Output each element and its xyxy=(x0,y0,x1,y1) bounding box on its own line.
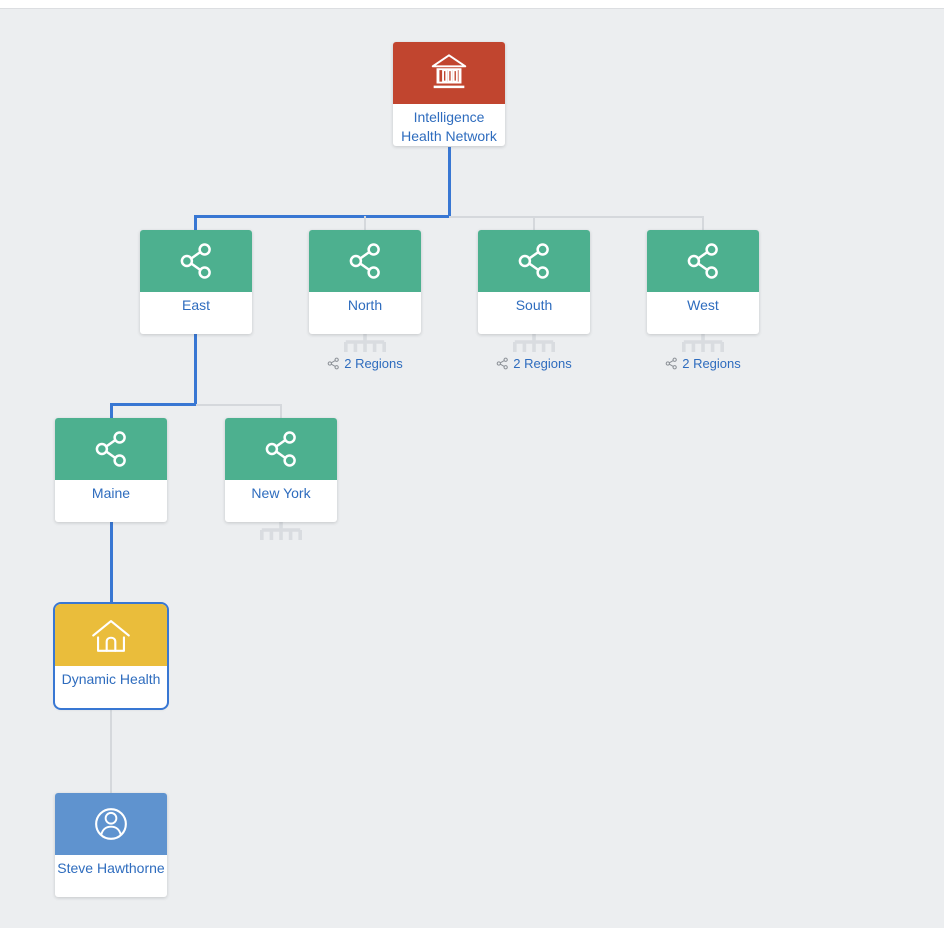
node-label: South xyxy=(515,297,553,313)
connector-active-segment xyxy=(110,403,113,419)
connector-inactive-segment xyxy=(449,216,703,218)
person-icon xyxy=(55,793,167,855)
child-count-label: 2 Regions xyxy=(682,356,741,371)
share-hierarchy-icon xyxy=(309,230,421,292)
connector-inactive-segment xyxy=(110,708,112,793)
collapsed-subtree-icon[interactable] xyxy=(258,522,304,542)
share-mini-icon xyxy=(496,357,508,370)
share-mini-icon xyxy=(665,357,677,370)
org-node-east[interactable]: East xyxy=(140,230,252,334)
connector-active-segment xyxy=(110,403,197,406)
share-hierarchy-icon xyxy=(140,230,252,292)
node-label: West xyxy=(687,297,719,313)
connector-active-segment xyxy=(194,215,450,218)
org-node-dynamic-health[interactable]: Dynamic Health xyxy=(55,604,167,708)
node-label: Maine xyxy=(91,485,131,501)
connector-inactive-segment xyxy=(196,404,281,406)
child-count-link[interactable]: 2 Regions xyxy=(327,356,403,371)
child-count-link[interactable]: 2 Regions xyxy=(496,356,572,371)
share-hierarchy-icon xyxy=(647,230,759,292)
org-node-new-york[interactable]: New York xyxy=(225,418,337,522)
org-node-intelligence-health-network[interactable]: Intelligence Health Network xyxy=(393,42,505,146)
node-label: North xyxy=(347,297,383,313)
top-bar xyxy=(0,0,944,9)
share-hierarchy-icon xyxy=(55,418,167,480)
child-count-link[interactable]: 2 Regions xyxy=(665,356,741,371)
connector-inactive-segment xyxy=(280,404,282,419)
node-label: East xyxy=(181,297,210,313)
share-hierarchy-icon xyxy=(225,418,337,480)
share-mini-icon xyxy=(327,357,339,370)
node-label: Intelligence Health Network xyxy=(401,109,497,144)
home-icon xyxy=(55,604,167,666)
org-node-maine[interactable]: Maine xyxy=(55,418,167,522)
node-label: Dynamic Health xyxy=(61,671,161,687)
connector-active-segment xyxy=(110,522,113,604)
collapsed-subtree-icon[interactable] xyxy=(680,334,726,354)
connector-inactive-segment xyxy=(533,216,535,231)
connector-inactive-segment xyxy=(702,216,704,231)
org-node-south[interactable]: South xyxy=(478,230,590,334)
node-label: New York xyxy=(251,485,311,501)
org-node-north[interactable]: North xyxy=(309,230,421,334)
org-node-west[interactable]: West xyxy=(647,230,759,334)
org-node-steve-hawthorne[interactable]: Steve Hawthorne xyxy=(55,793,167,897)
collapsed-subtree-icon[interactable] xyxy=(342,334,388,354)
collapsed-subtree-icon[interactable] xyxy=(511,334,557,354)
child-count-label: 2 Regions xyxy=(513,356,572,371)
share-hierarchy-icon xyxy=(478,230,590,292)
connector-active-segment xyxy=(448,147,451,217)
connector-active-segment xyxy=(194,334,197,406)
child-count-label: 2 Regions xyxy=(344,356,403,371)
connector-inactive-segment xyxy=(364,216,366,231)
bank-icon xyxy=(393,42,505,104)
node-label: Steve Hawthorne xyxy=(57,860,165,876)
connector-active-segment xyxy=(194,215,197,231)
